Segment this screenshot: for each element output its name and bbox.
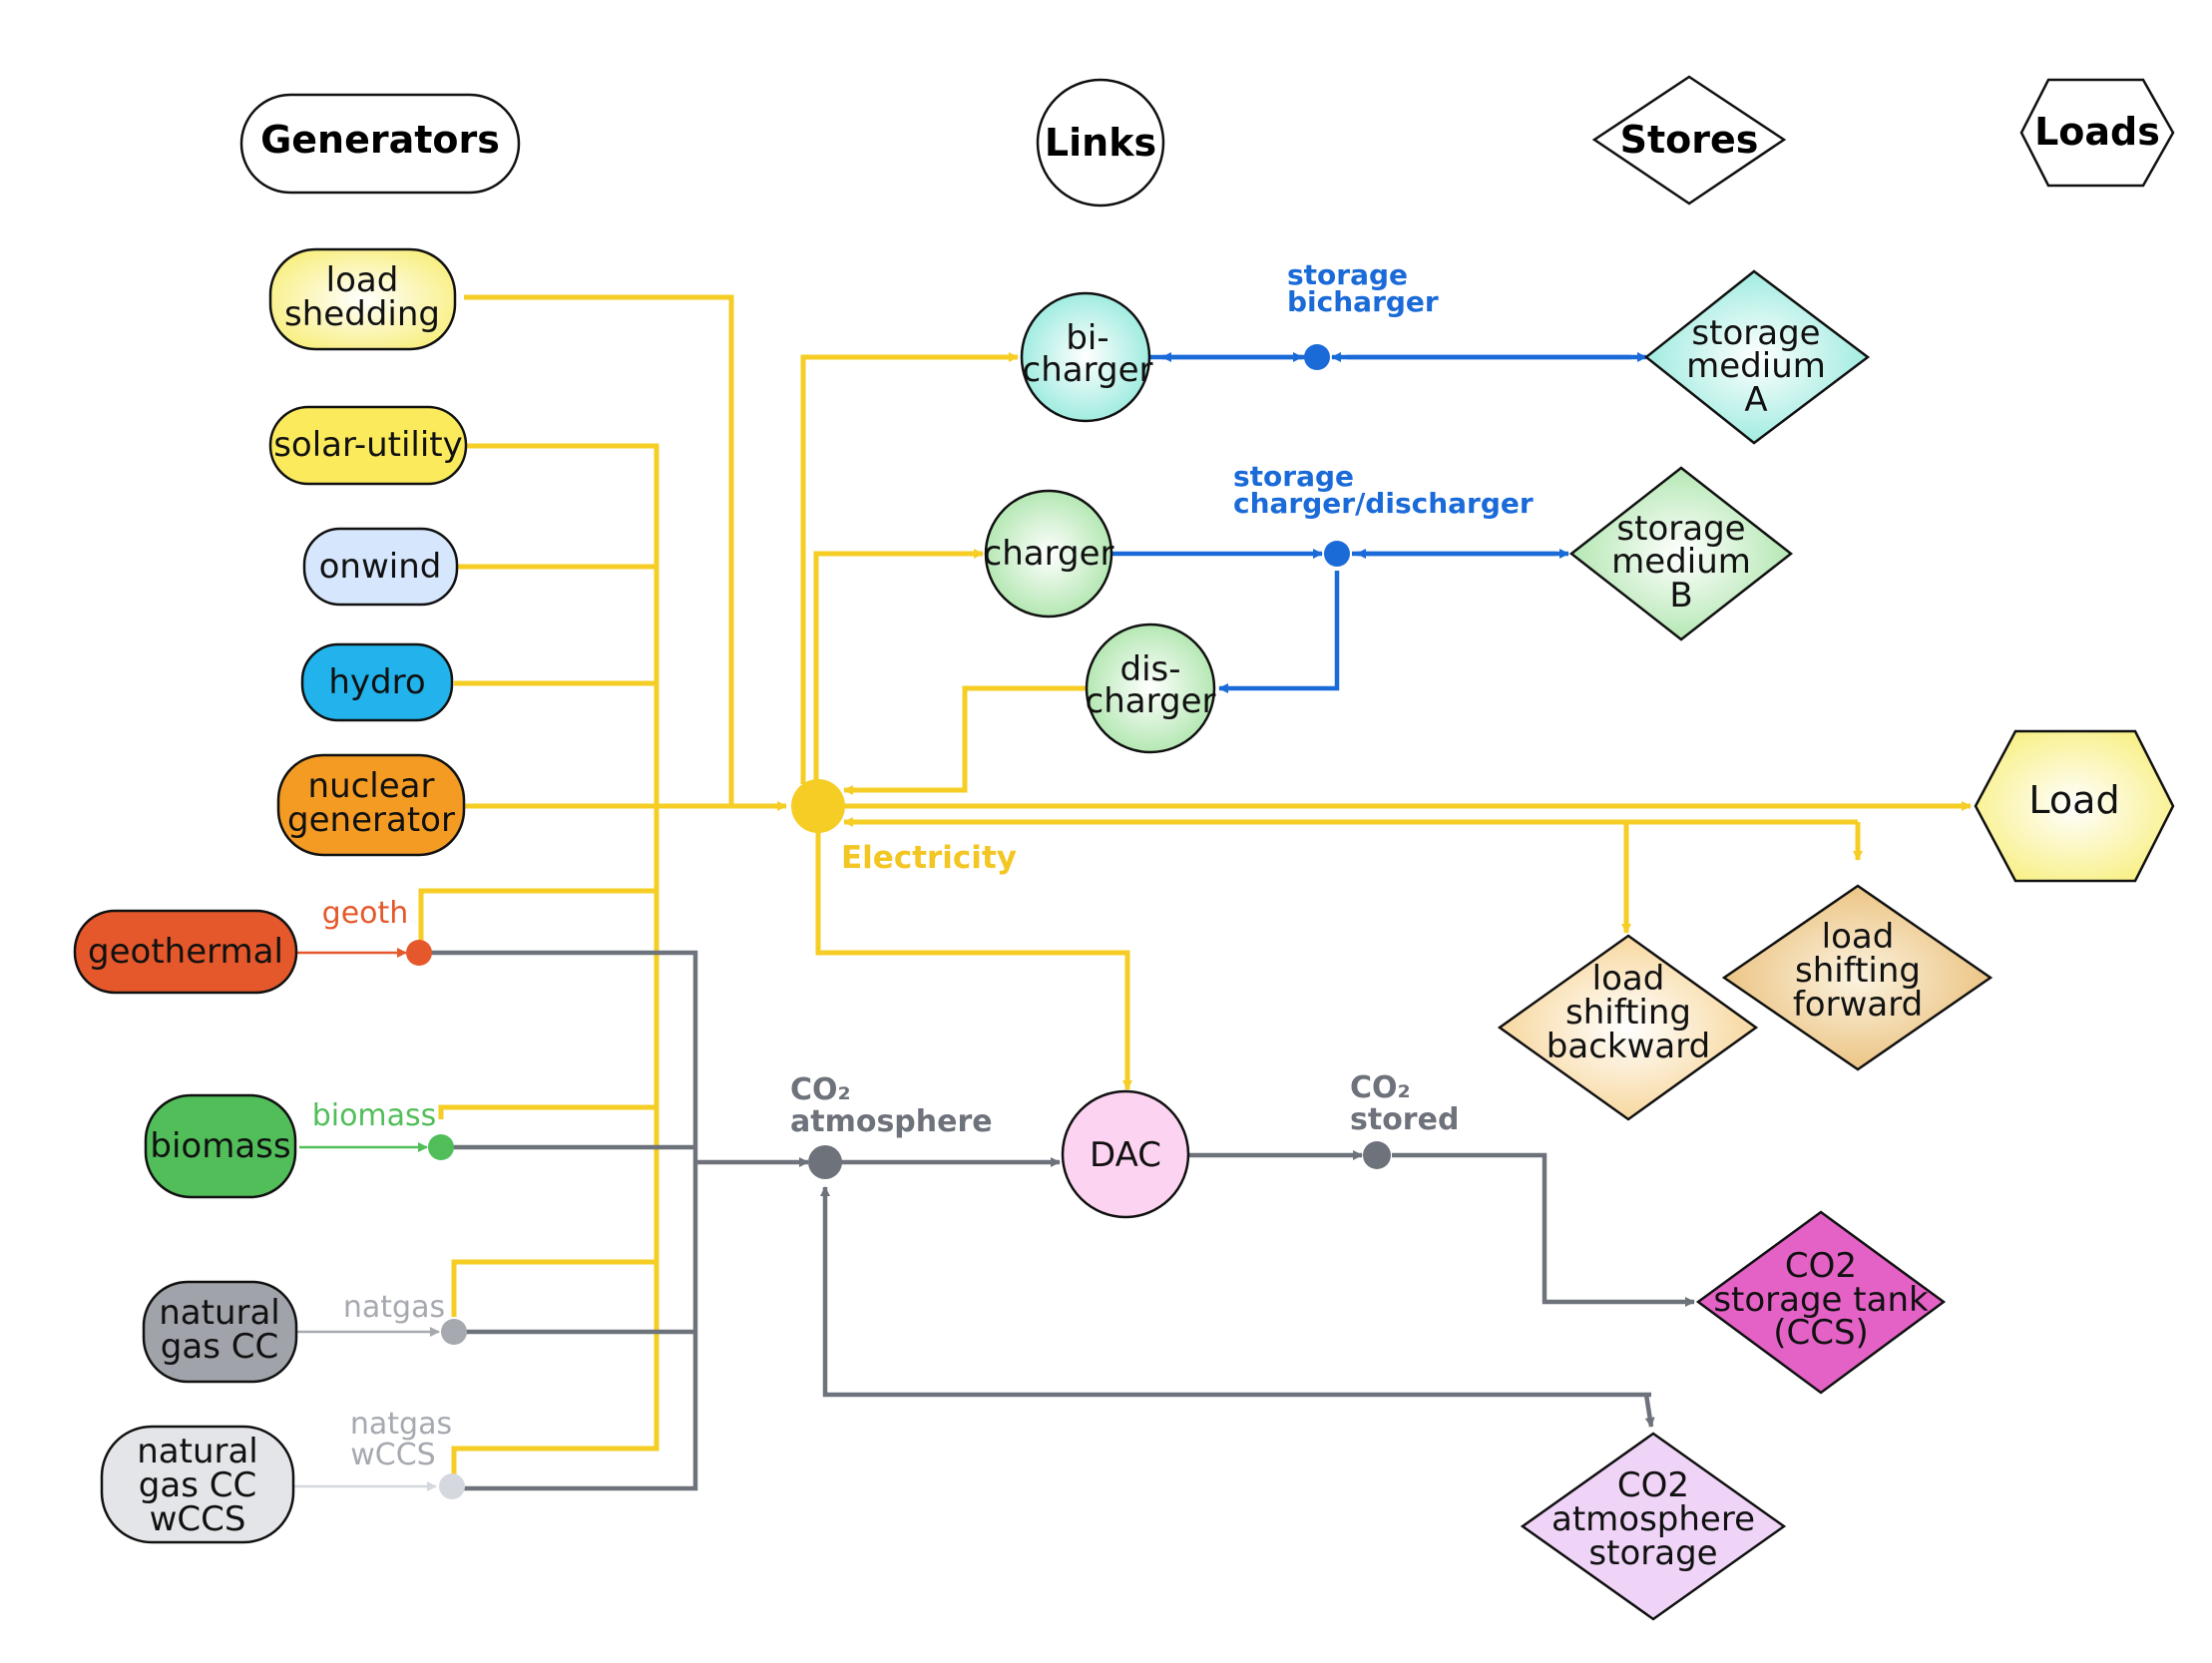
co2-stored-bus (1363, 1141, 1391, 1169)
svg-text:hydro: hydro (328, 662, 425, 702)
svg-text:Links: Links (1045, 121, 1156, 165)
electricity-lines (418, 294, 1972, 1486)
generator-solar-utility: solar-utility (268, 405, 468, 486)
generator-geothermal: geothermal (73, 909, 298, 995)
svg-text:Loads: Loads (2034, 110, 2160, 154)
svg-text:Stores: Stores (1620, 118, 1759, 162)
link-dac: DAC (1061, 1089, 1190, 1219)
svg-text:charger: charger (984, 534, 1114, 574)
svg-text:dis-charger: dis-charger (1086, 649, 1216, 721)
svg-text:solar-utility: solar-utility (273, 425, 463, 465)
label-electricity: Electricity (841, 840, 1017, 876)
label-geoth: geoth (322, 896, 409, 931)
legend-generators: Generators (239, 93, 521, 195)
link-charger: charger (984, 489, 1114, 619)
link-discharger: dis-charger (1086, 623, 1216, 754)
generator-hydro: hydro (300, 642, 454, 722)
svg-text:DAC: DAC (1090, 1135, 1161, 1175)
link-bicharger: bi-charger (1020, 291, 1153, 423)
generator-onwind: onwind (302, 527, 459, 607)
load-electricity: Load (1974, 729, 2175, 883)
electricity-bus (791, 779, 845, 833)
generator-biomass: biomass (144, 1093, 297, 1199)
biomass-bus (428, 1134, 454, 1160)
legend-loads: Loads (2019, 78, 2175, 188)
co2-lines (419, 950, 1695, 1491)
storage-charger-bus (1324, 541, 1350, 567)
legend-links: Links (1036, 78, 1165, 208)
storage-bicharger-bus (1304, 344, 1330, 370)
natgas-bus (441, 1319, 467, 1345)
legend-stores: Stores (1591, 75, 1787, 206)
storage-lines (1112, 352, 1647, 693)
svg-text:biomass: biomass (150, 1126, 290, 1166)
svg-text:Load: Load (2028, 778, 2119, 822)
svg-text:onwind: onwind (319, 547, 442, 587)
co2-atmosphere-bus (808, 1145, 842, 1179)
label-biomass: biomass (312, 1098, 437, 1133)
svg-text:Generators: Generators (260, 118, 500, 162)
svg-text:geothermal: geothermal (88, 932, 283, 972)
natgas-wccs-bus (439, 1473, 465, 1499)
svg-text:bi-charger: bi-charger (1023, 318, 1153, 390)
label-natgas: natgas (343, 1290, 445, 1325)
geoth-bus (406, 940, 432, 966)
